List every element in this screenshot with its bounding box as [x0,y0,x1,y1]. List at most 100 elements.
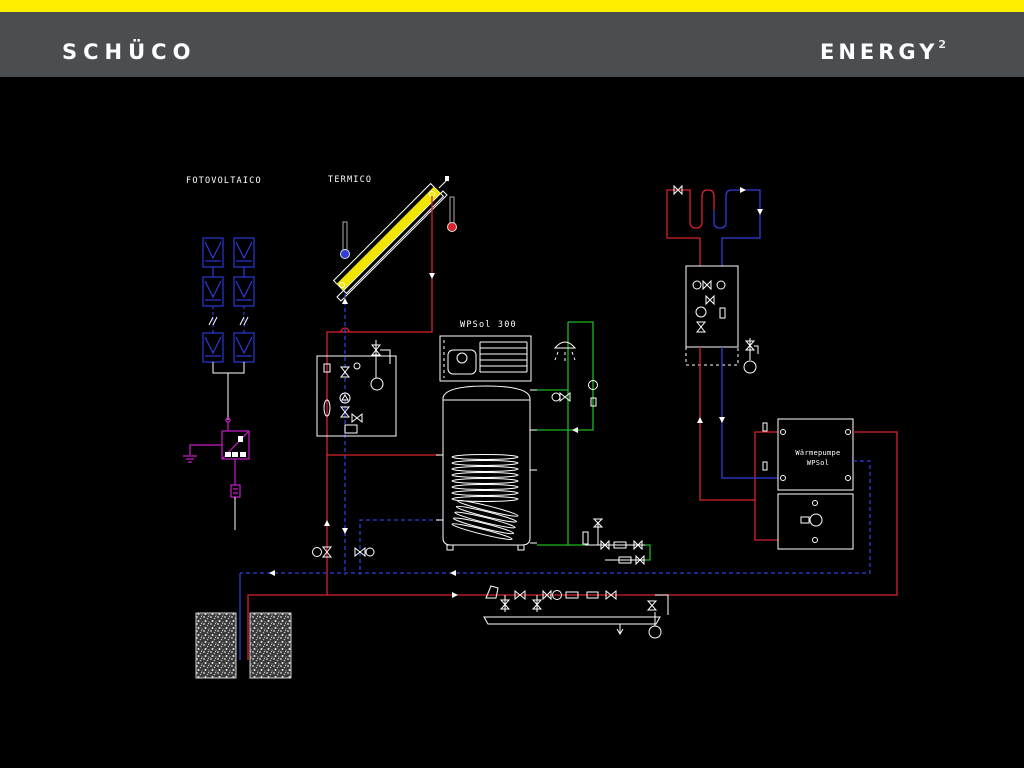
tank-ports [436,389,537,544]
shutoff-valve-icon [633,539,643,551]
flow-arrow-icon [342,298,348,304]
coil-turn [451,472,519,478]
heat-pump-label-line2: WPSol [807,459,830,467]
collecting-tray [483,616,661,625]
controller-terminal [344,424,358,434]
expansion-vessel-icon [743,360,757,374]
collector-sensor-lead [438,180,447,189]
tank-label: WPSol 300 [460,320,517,330]
expansion-vessel-icon [370,377,384,391]
header-bar: SCHÜCO ENERGY2 [0,12,1024,77]
pv-break-marks [208,316,249,326]
heating-pump-icon [716,280,726,290]
schueco-logo-text: SCHÜCO [62,40,197,64]
label-termico: TERMICO [328,175,372,185]
coil-turn [451,484,519,490]
temperature-sensor-icon [762,461,768,471]
circulation-pump-icon [312,547,322,557]
underfloor-heating [666,184,763,266]
floor-heating-return-loop [713,189,761,266]
dhw-circulation-pipe [537,321,594,431]
ground-probe-right [249,612,292,679]
top-accent-bar [0,0,1024,12]
coil-turn [451,454,519,460]
water-meter-icon [618,556,632,564]
schueco-logo: SCHÜCO [62,42,196,63]
ground-probe-field [195,612,292,679]
expansion-line [655,594,669,615]
label-fotovoltaico: FOTOVOLTAICO [186,176,262,186]
compressor-fan [456,352,468,364]
ball-valve-icon [339,366,351,378]
safety-valve-outlet [754,345,759,354]
energy2-logo: ENERGY2 [820,39,946,64]
flow-arrow-icon [740,187,746,193]
coil-turn [455,505,518,523]
pv-panel [202,237,224,268]
evaporator-frame [479,342,528,372]
ground-icon [183,455,197,463]
flow-arrow-icon [697,417,703,423]
flow-arrow-icon [757,209,763,215]
heat-pump-upper-box [777,418,854,491]
pressure-gauge-icon [353,362,361,370]
tank-body [442,385,531,546]
inverter-group [183,417,250,530]
bypass-valve-icon [705,294,715,306]
ground-probe-left [195,612,237,679]
mixing-valve-actuator [551,392,561,402]
energy-logo-text: ENERGY [820,40,939,64]
pv-panel [233,237,255,268]
heating-station-extension [685,347,739,366]
fan-motor-icon [800,516,810,524]
filter-icon [582,531,589,545]
energy-meter [230,484,241,498]
coil-turn [452,517,515,535]
flow-arrow-icon [572,427,578,433]
flow-meter-icon [323,399,331,417]
inverter-terminal [232,452,238,457]
flow-arrow-icon [342,528,348,534]
heat-pump-connection [845,429,851,435]
heating-flow-pipe [699,347,755,501]
collector-port-return [339,282,345,288]
flow-arrow-icon [324,520,330,526]
pv-panel [202,276,224,307]
coil-turn [451,523,513,541]
coil-turn [451,490,519,496]
drain-valve-icon [531,599,543,610]
solar-pump-valve-right [354,546,375,558]
hot-thermometer-bulb [447,222,457,232]
energy-meter-marks [233,488,238,494]
fill-valve-icon [351,412,363,424]
cold-thermometer-bulb [340,249,350,259]
thermometer-icon [719,307,726,319]
coil-turn [451,466,519,472]
flow-arrow-icon [429,273,435,279]
solar-collector [332,176,449,302]
solar-station [316,340,397,437]
evaporator-coil [480,341,527,373]
compressor-icon [447,349,477,375]
safety-valve-icon [744,340,756,351]
pv-array [202,237,255,420]
heat-pump-connection [845,475,851,481]
cold-thermometer-tube [342,221,348,251]
safety-group-icon [592,518,604,528]
floor-valve-icon [673,184,683,196]
heat-pump-connection [812,500,818,506]
heat-pump-module [439,335,532,382]
heat-pump-connection [812,537,818,543]
heating-station [685,265,759,374]
shutoff-valve-icon [600,539,610,551]
heat-pump-lower-box [777,493,854,550]
heat-pump: Wärmepumpe WPSol [777,418,854,550]
shower-spray [554,351,576,361]
solar-station-box [316,355,397,437]
filling-funnel-icon [485,585,499,599]
collector-absorber [336,186,441,291]
inverter-indicator [238,436,243,442]
temperature-sensor-icon [762,422,768,432]
pv-panel [202,332,224,363]
main-valve-icon [635,554,645,566]
